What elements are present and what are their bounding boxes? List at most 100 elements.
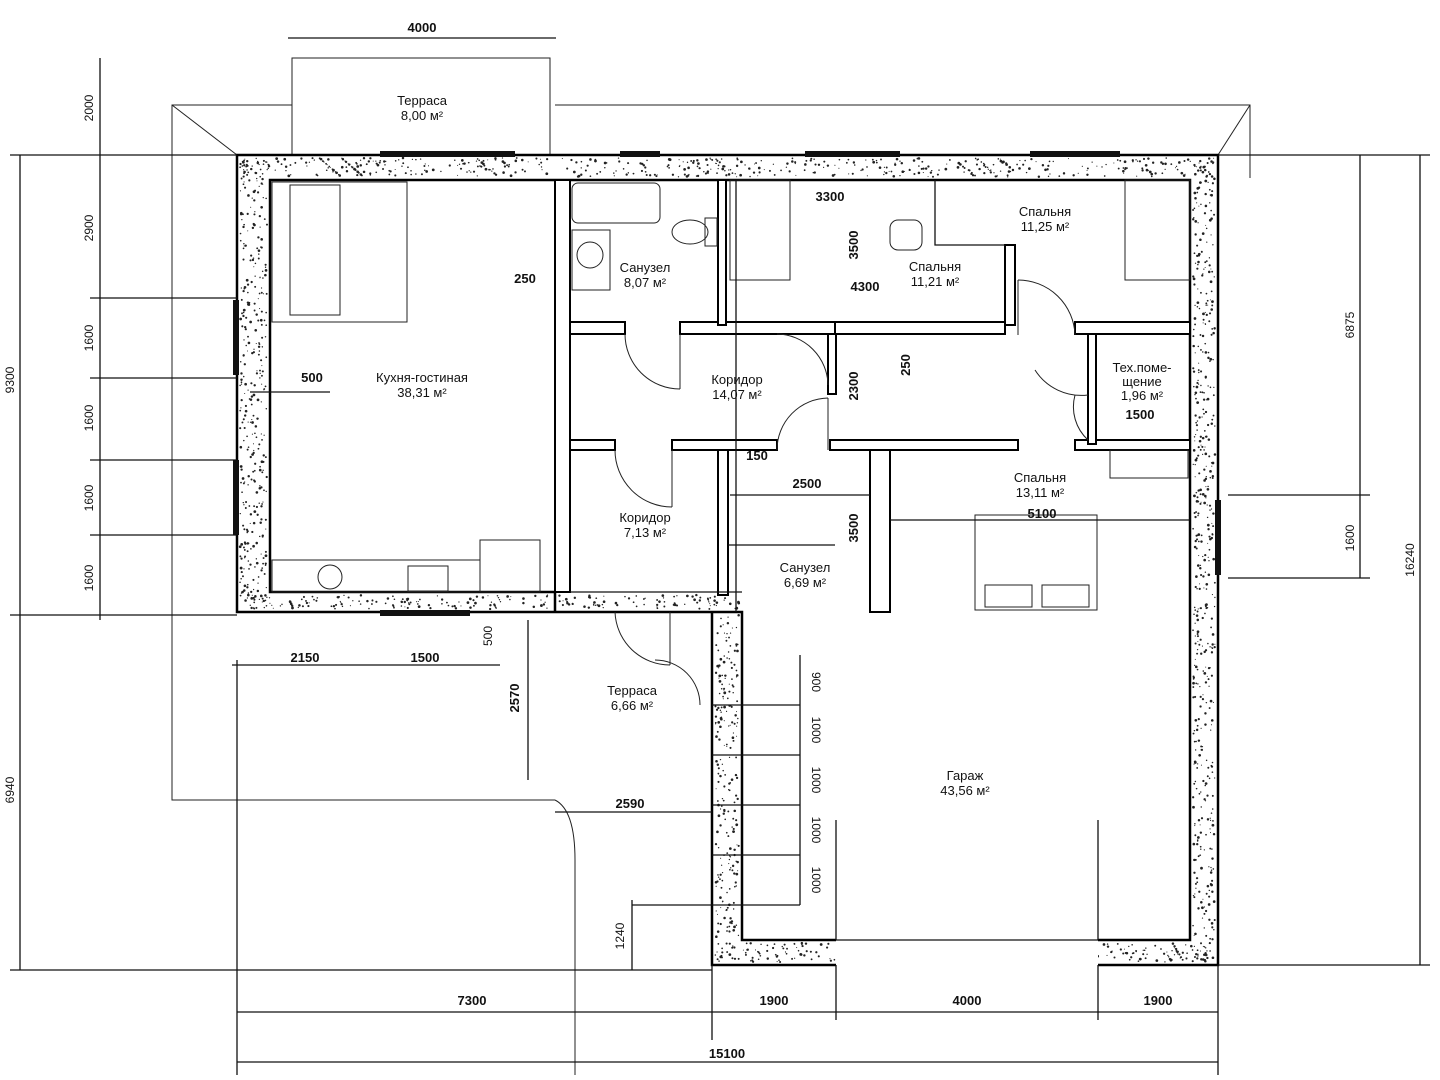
wall-speckle: [241, 477, 245, 480]
wall-speckle: [251, 530, 254, 534]
wall-speckle: [1208, 218, 1212, 222]
wall-speckle: [728, 863, 730, 865]
wall-speckle: [264, 385, 267, 388]
wall-speckle: [829, 958, 831, 960]
wall-speckle: [732, 830, 735, 834]
wall-speckle: [1209, 828, 1211, 830]
svg-text:2570: 2570: [507, 684, 522, 713]
wall-speckle: [408, 603, 411, 606]
wall-speckle: [708, 607, 711, 610]
wall-speckle: [496, 594, 499, 597]
wall-speckle: [780, 169, 782, 172]
wall-speckle: [1077, 172, 1079, 174]
wall-speckle: [253, 348, 255, 350]
wall-speckle: [1211, 182, 1214, 185]
wall-speckle: [848, 173, 850, 175]
wall-speckle: [1203, 953, 1206, 957]
wall-speckle: [766, 949, 769, 953]
wall-speckle: [737, 717, 739, 720]
wall-speckle: [1211, 474, 1215, 478]
wall-speckle: [356, 163, 358, 165]
wall-speckle: [1186, 158, 1190, 161]
wall-speckle: [1210, 922, 1214, 925]
wall-speckle: [253, 199, 256, 202]
wall-speckle: [243, 245, 245, 247]
wall-speckle: [1113, 162, 1115, 164]
wall-speckle: [1091, 161, 1093, 163]
wall-speckle: [1209, 832, 1212, 834]
wall-speckle: [1141, 169, 1144, 172]
wall-speckle: [733, 649, 736, 652]
wall-speckle: [494, 157, 497, 160]
wall-speckle: [247, 164, 249, 167]
wall-speckle: [1210, 333, 1213, 336]
wall-speckle: [327, 167, 329, 169]
wall-speckle: [261, 173, 264, 175]
wall-speckle: [252, 470, 255, 473]
wall-speckle: [1213, 177, 1216, 181]
wall-speckle: [255, 372, 259, 375]
wall-speckle: [729, 847, 732, 850]
wall-speckle: [1205, 759, 1208, 762]
wall-speckle: [1211, 848, 1213, 850]
wall-speckle: [345, 166, 348, 168]
wall-speckle: [644, 597, 646, 599]
wall-speckle: [1106, 954, 1108, 956]
wall-speckle: [803, 954, 806, 957]
wall-speckle: [247, 389, 249, 391]
wall-speckle: [734, 881, 737, 884]
wall-speckle: [1209, 699, 1213, 703]
wall-speckle: [1213, 581, 1216, 584]
wall-speckle: [776, 961, 778, 963]
wall-speckle: [715, 735, 718, 738]
wall-speckle: [917, 157, 921, 160]
wall-speckle: [358, 600, 360, 602]
wall-speckle: [489, 604, 492, 607]
wall-speckle: [254, 285, 257, 288]
wall-speckle: [440, 170, 442, 173]
wall-speckle: [1195, 434, 1197, 436]
wall-speckle: [1196, 166, 1198, 168]
wall-speckle: [260, 182, 263, 185]
wall-speckle: [357, 171, 360, 174]
wall-speckle: [239, 166, 242, 169]
wall-speckle: [735, 885, 737, 887]
wall-speckle: [1086, 167, 1089, 170]
wall-speckle: [260, 433, 262, 435]
wall-speckle: [1211, 477, 1214, 480]
wall-speckle: [1204, 800, 1207, 802]
wall-speckle: [682, 161, 684, 163]
wall-speckle: [1207, 528, 1210, 531]
wall-speckle: [249, 455, 252, 459]
wall-speckle: [622, 168, 625, 170]
wall-speckle: [655, 175, 658, 178]
wall-speckle: [721, 872, 724, 874]
wall-speckle: [1199, 181, 1202, 184]
wall-speckle: [251, 351, 254, 355]
roof-outline: [171, 104, 1251, 1075]
wall-speckle: [1196, 496, 1199, 499]
wall-speckle: [1200, 444, 1202, 446]
wall-speckle: [875, 161, 878, 164]
wall-speckle: [462, 162, 464, 165]
wall-speckle: [254, 566, 256, 568]
wall-speckle: [1195, 491, 1198, 494]
wall-speckle: [737, 957, 740, 960]
wall-speckle: [242, 183, 245, 186]
wall-speckle: [1196, 635, 1199, 638]
wall-speckle: [732, 908, 735, 910]
wall-speckle: [1173, 946, 1175, 948]
wall-speckle: [1193, 217, 1195, 219]
wall-speckle: [1204, 179, 1208, 183]
wall-speckle: [726, 657, 728, 659]
wall-speckle: [635, 605, 638, 608]
wall-speckle: [1167, 956, 1170, 958]
svg-text:150: 150: [746, 448, 768, 463]
wall-speckle: [721, 879, 724, 882]
wall-speckle: [265, 356, 268, 359]
wall-speckle: [971, 174, 975, 177]
terrace-top: Терраса 8,00 м²: [291, 57, 551, 155]
wall-speckle: [1196, 301, 1200, 305]
wall-speckle: [728, 725, 730, 727]
